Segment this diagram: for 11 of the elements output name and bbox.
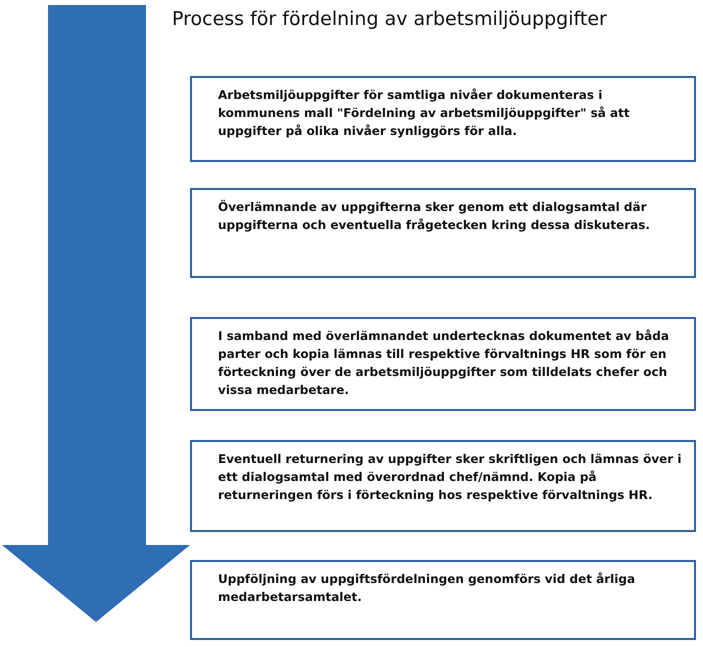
step-text: Arbetsmiljöuppgifter för samtliga nivåer dokumenteras i kommunens mall "Fördelning av arbetsmiljöuppgifter" så att uppgifter på olika nivåer synliggörs för alla. [218, 87, 631, 140]
process-box [190, 440, 696, 532]
step-text: I samband med överlämnandet undertecknas dokumentet av båda parter och kopia lämnas till respektive förvaltnings HR som för en förteckning över de arbetsmiljöuppgifter som tilldelats chefer och vissa medarbetare. [218, 328, 670, 399]
diagram-title: Process för fördelning av arbetsmiljöuppgifter [172, 8, 607, 30]
step-text: Uppföljning av uppgiftsfördelningen genomförs vid det årliga medarbetarsamtalet. [218, 571, 636, 606]
process-box [190, 317, 696, 411]
process-box [190, 76, 696, 162]
process-box [190, 560, 696, 640]
process-box [190, 188, 696, 278]
step-text: Överlämnande av uppgifterna sker genom ett dialogsamtal där uppgifterna och eventuella frågetecken kring dessa diskuteras. [218, 198, 651, 234]
step-text: Eventuell returnering av uppgifter sker skriftligen och lämnas över i ett dialogsamtal med överordnad chef/nämnd. Kopia på returneringen förs i förteckning hos respektive förvaltnings HR. [218, 451, 682, 504]
